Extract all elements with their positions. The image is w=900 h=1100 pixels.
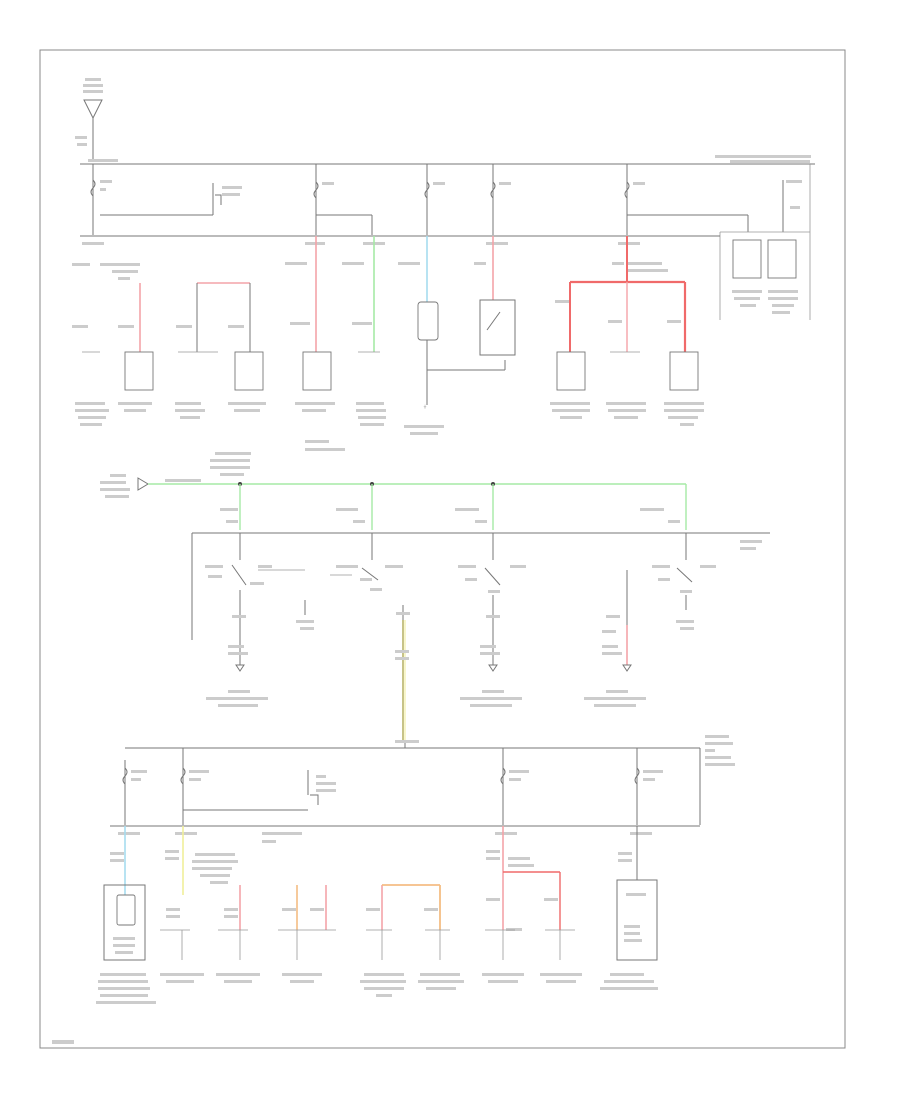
- middle-drops: [220, 484, 687, 530]
- top-component-labels: [75, 290, 798, 451]
- top-components: ⏚: [82, 239, 797, 409]
- footer-code-placeholder: [52, 1040, 74, 1044]
- bottom-feed: [125, 735, 735, 825]
- bottom-connector-labels: [118, 832, 652, 843]
- svg-text:⏚: ⏚: [423, 403, 427, 409]
- top-fuses: [90, 164, 811, 320]
- bottom-components: [103, 879, 658, 961]
- top-connector-labels: [82, 242, 640, 245]
- middle-labels: [206, 690, 646, 707]
- middle-feed: [100, 452, 686, 498]
- top-wires: [139, 236, 687, 352]
- bottom-wire-labels: [110, 850, 632, 931]
- bottom-fuses: [122, 748, 663, 825]
- top-wire-labels: [72, 262, 681, 328]
- middle-switches: [205, 533, 716, 740]
- bottom-wires: [124, 826, 638, 930]
- battery-feed: [75, 78, 103, 162]
- diagram-frame: [39, 49, 846, 1049]
- bottom-component-labels: [96, 937, 658, 1004]
